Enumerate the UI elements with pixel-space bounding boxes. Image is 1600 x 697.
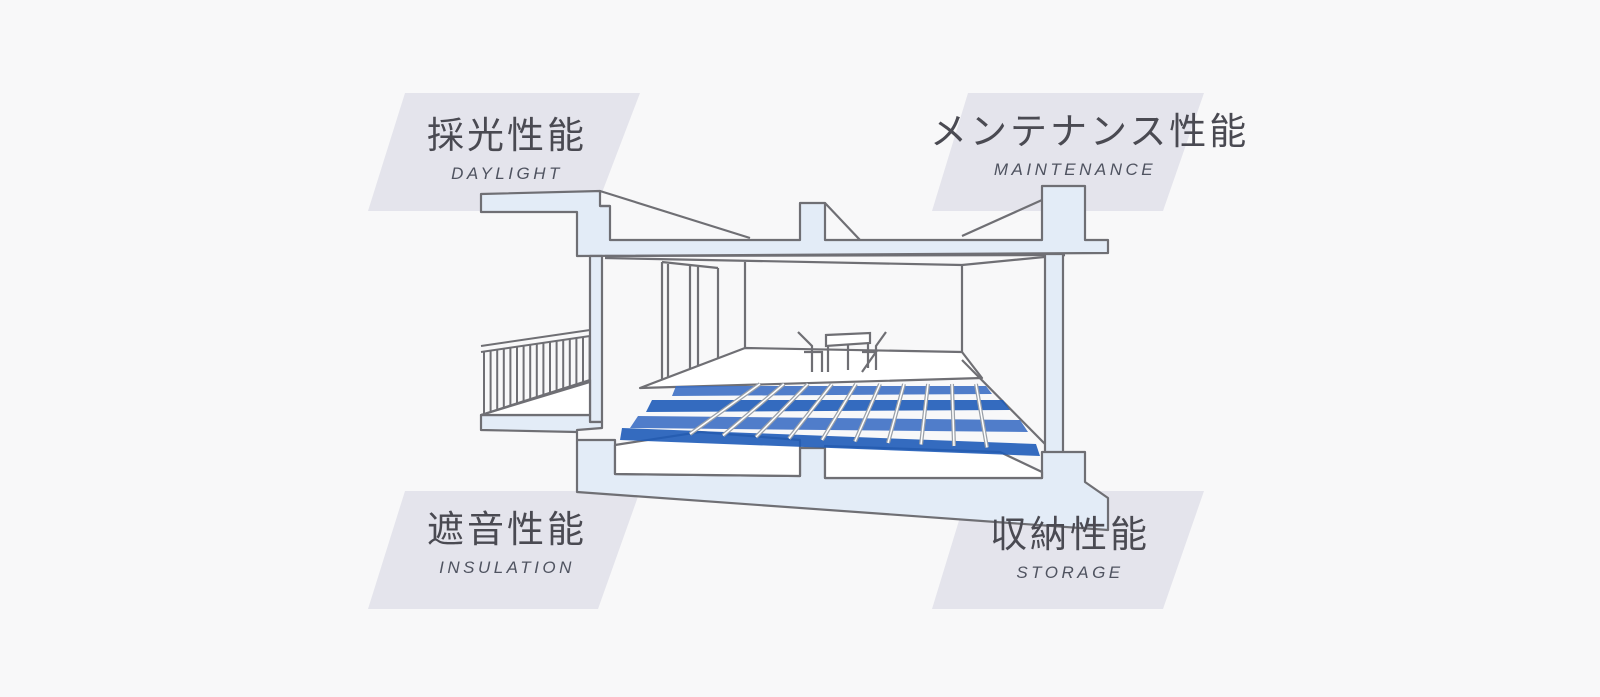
table-and-chairs: [797, 331, 887, 373]
floor-batten-highlight: [951, 383, 955, 447]
insulation-tag-bg: [368, 491, 640, 609]
floor-batten-highlight: [975, 383, 988, 448]
floor-batten-highlight: [821, 383, 857, 441]
chair-right: [861, 331, 887, 373]
ceiling-back-edge: [604, 253, 1066, 258]
daylight-label: 採光性能 DAYLIGHT: [392, 114, 622, 184]
roof-parapet-mid: [824, 202, 861, 241]
storage-subtitle: STORAGE: [1016, 562, 1124, 582]
daylight-subtitle: DAYLIGHT: [451, 163, 563, 183]
insulation-subtitle: INSULATION: [439, 557, 575, 577]
joist-beam: [646, 400, 1010, 412]
left-column: [588, 254, 604, 424]
daylight-tag-bg: [368, 93, 640, 211]
roof-parapet-left: [599, 189, 751, 240]
chair-left: [797, 331, 824, 372]
maintenance-label: メンテナンス性能 MAINTENANCE: [930, 110, 1250, 180]
floor-batten-highlight: [920, 383, 929, 445]
insulation-label: 遮音性能 INSULATION: [392, 508, 622, 578]
floor-batten-highlight: [722, 383, 785, 437]
insulation-title: 遮音性能: [427, 508, 587, 551]
storage-label: 収納性能 STORAGE: [955, 513, 1185, 583]
maintenance-title: メンテナンス性能: [930, 110, 1250, 153]
building-structure: [479, 184, 1110, 532]
glass-door: [660, 260, 720, 388]
daylight-title: 採光性能: [427, 114, 587, 157]
right-column: [1043, 252, 1065, 456]
floor-batten-highlight: [755, 383, 809, 438]
table-top: [824, 331, 872, 348]
balcony-railing: [480, 329, 591, 416]
roof-parapet-right: [961, 198, 1043, 238]
floor-batten-highlight: [788, 383, 833, 439]
maintenance-tag-bg: [932, 93, 1204, 211]
floor-joists: [620, 382, 1040, 456]
floor-batten-highlight: [887, 383, 905, 444]
floor-batten-highlight: [854, 383, 881, 442]
storage-title: 収納性能: [990, 513, 1150, 556]
maintenance-subtitle: MAINTENANCE: [993, 159, 1157, 179]
joist-beam: [672, 386, 992, 396]
floor-batten-highlight: [689, 383, 761, 435]
